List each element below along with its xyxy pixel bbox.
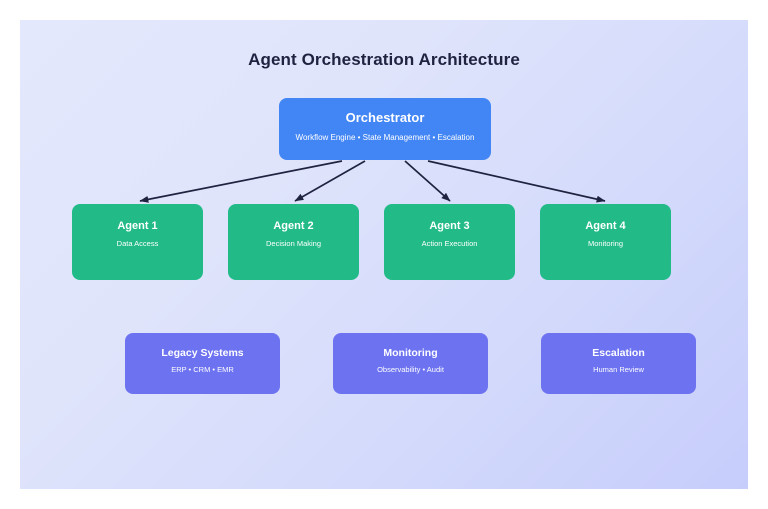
connector-orchestrator-agent-3 xyxy=(404,160,451,202)
node-agent-4-title: Agent 4 xyxy=(585,220,626,232)
node-agent-4[interactable]: Agent 4 Monitoring xyxy=(540,204,671,280)
connector-orchestrator-agent-4 xyxy=(427,160,606,203)
node-orchestrator-subtitle: Workflow Engine • State Management • Esc… xyxy=(295,132,475,142)
node-agent-2-title: Agent 2 xyxy=(273,220,314,232)
node-agent-4-subtitle: Monitoring xyxy=(587,238,624,248)
node-agent-1[interactable]: Agent 1 Data Access xyxy=(72,204,203,280)
node-legacy-systems-subtitle: ERP • CRM • EMR xyxy=(171,365,234,375)
node-orchestrator-title: Orchestrator xyxy=(345,110,425,125)
node-orchestrator[interactable]: Orchestrator Workflow Engine • State Man… xyxy=(279,98,491,160)
node-legacy-systems-title: Legacy Systems xyxy=(161,347,244,359)
node-legacy-systems[interactable]: Legacy Systems ERP • CRM • EMR xyxy=(125,333,280,394)
node-agent-2-subtitle: Decision Making xyxy=(265,238,322,248)
connector-orchestrator-agent-2 xyxy=(294,160,366,202)
node-agent-3-title: Agent 3 xyxy=(429,220,470,232)
node-agent-3-subtitle: Action Execution xyxy=(421,238,478,248)
node-escalation-title: Escalation xyxy=(592,347,645,359)
node-agent-1-subtitle: Data Access xyxy=(116,238,159,248)
connector-orchestrator-agent-1 xyxy=(139,160,343,203)
node-agent-1-title: Agent 1 xyxy=(117,220,158,232)
node-monitoring-subtitle: Observability • Audit xyxy=(377,365,444,375)
node-monitoring[interactable]: Monitoring Observability • Audit xyxy=(333,333,488,394)
page-title: Agent Orchestration Architecture xyxy=(248,50,520,69)
node-monitoring-title: Monitoring xyxy=(383,347,438,359)
diagram-canvas: Agent Orchestration Architecture Orchest… xyxy=(20,20,748,489)
node-agent-3[interactable]: Agent 3 Action Execution xyxy=(384,204,515,280)
node-escalation[interactable]: Escalation Human Review xyxy=(541,333,696,394)
node-agent-2[interactable]: Agent 2 Decision Making xyxy=(228,204,359,280)
node-escalation-subtitle: Human Review xyxy=(593,365,644,375)
